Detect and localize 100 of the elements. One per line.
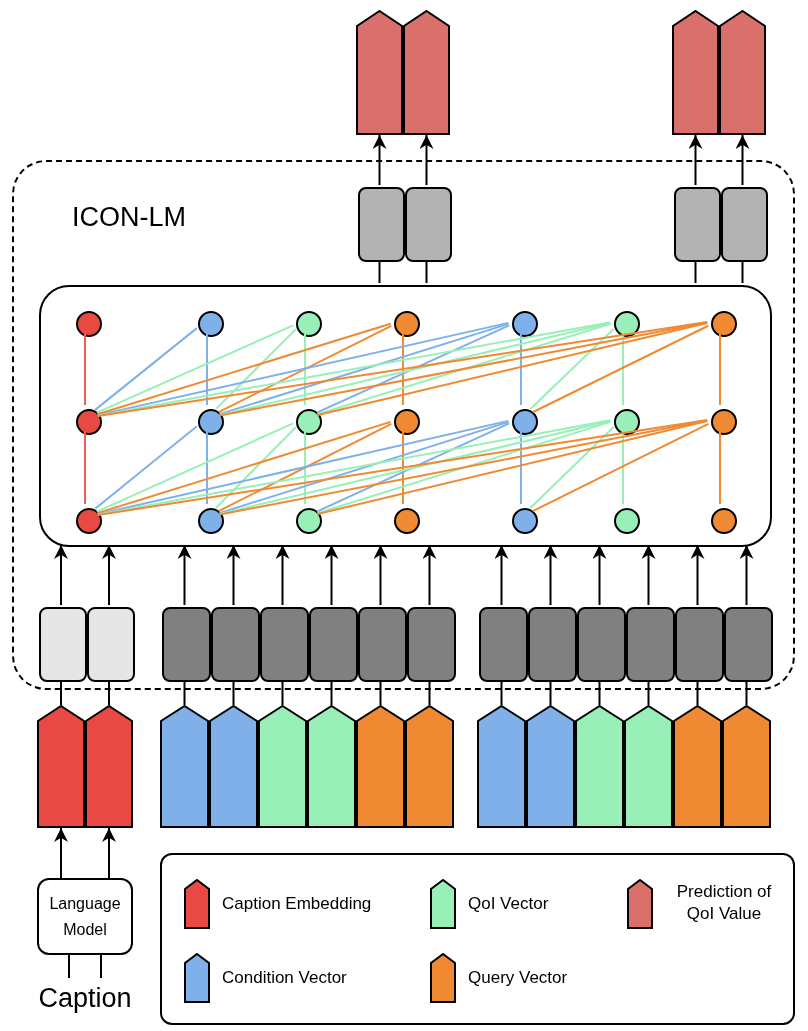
- attention-line: [95, 324, 295, 414]
- input-token: [307, 705, 356, 828]
- attention-line: [215, 426, 297, 509]
- arrow: [373, 544, 388, 606]
- input-token: [673, 705, 722, 828]
- embedding-block: [528, 607, 577, 682]
- attention-line: [316, 420, 709, 515]
- connector-line: [378, 259, 381, 284]
- embedding-block: [577, 607, 626, 682]
- attention-line: [622, 332, 624, 406]
- prediction-token: [403, 10, 450, 135]
- input-token: [258, 705, 307, 828]
- token-circle: [296, 508, 322, 534]
- attention-line: [316, 322, 709, 416]
- attention-line: [96, 321, 510, 417]
- connector-line: [500, 679, 503, 706]
- embedding-block: [260, 607, 309, 682]
- connector-line: [549, 679, 552, 706]
- attention-line: [315, 422, 511, 513]
- attention-line: [402, 332, 404, 406]
- token-circle: [614, 508, 640, 534]
- arrow: [54, 544, 68, 606]
- token-circle: [76, 508, 102, 534]
- token-circle: [76, 409, 102, 435]
- model-title: ICON-LM: [72, 202, 186, 233]
- embedding-block: [358, 607, 407, 682]
- arrow: [324, 544, 339, 606]
- token-circle: [198, 508, 224, 534]
- embedding-block: [162, 607, 211, 682]
- attention-line: [215, 328, 297, 410]
- attention-line: [96, 321, 709, 417]
- arrow: [494, 544, 509, 606]
- arrow: [422, 544, 437, 606]
- arrow: [419, 134, 434, 186]
- legend-label: Condition Vector: [222, 967, 347, 989]
- input-token: [160, 705, 209, 828]
- arrow: [739, 544, 754, 606]
- attention-line: [94, 425, 198, 510]
- connector-line: [694, 259, 697, 284]
- attention-line: [96, 321, 612, 417]
- attention-line: [316, 322, 612, 416]
- input-token: [209, 705, 258, 828]
- output-block: [674, 187, 721, 262]
- token-circle: [198, 409, 224, 435]
- arrow: [372, 134, 387, 186]
- attention-line: [520, 332, 522, 406]
- legend-label: Caption Embedding: [222, 893, 372, 915]
- token-circle: [76, 311, 102, 337]
- token-circle: [512, 311, 538, 337]
- attention-line: [84, 332, 86, 406]
- output-block: [358, 187, 405, 262]
- legend-label: Prediction of QoI Value: [675, 881, 773, 925]
- arrow: [226, 544, 241, 606]
- arrow: [690, 544, 705, 606]
- token-circle: [711, 508, 737, 534]
- input-token: [575, 705, 624, 828]
- legend-label: QoI Vector: [468, 893, 549, 915]
- connector-line: [60, 679, 62, 706]
- attention-line: [218, 420, 510, 515]
- token-circle: [512, 409, 538, 435]
- output-block: [405, 187, 452, 262]
- prediction-token: [356, 10, 403, 135]
- connector-line: [108, 679, 110, 706]
- attention-line: [315, 324, 511, 414]
- embedding-block: [675, 607, 724, 682]
- embedding-block: [479, 607, 528, 682]
- connector-line: [183, 679, 186, 706]
- connector-line: [281, 679, 284, 706]
- token-circle: [198, 311, 224, 337]
- input-token: [722, 705, 771, 828]
- connector-line: [100, 954, 102, 979]
- transformer-block: [39, 285, 772, 547]
- arrow: [688, 134, 703, 186]
- prediction-token: [719, 10, 766, 135]
- attention-line: [96, 420, 392, 515]
- token-circle: [512, 508, 538, 534]
- attention-line: [84, 430, 86, 505]
- embedding-block: [724, 607, 773, 682]
- connector-line: [696, 679, 699, 706]
- embedding-block: [211, 607, 260, 682]
- model-boundary: [12, 160, 795, 690]
- language-model-box: Language Model: [37, 878, 133, 955]
- token-circle: [614, 311, 640, 337]
- embedding-block: [39, 607, 87, 682]
- connector-line: [598, 679, 601, 706]
- input-token: [624, 705, 673, 828]
- embedding-block: [309, 607, 358, 682]
- input-token: [85, 705, 133, 828]
- connector-line: [330, 679, 333, 706]
- attention-line: [96, 322, 392, 416]
- connector-line: [232, 679, 235, 706]
- output-block: [721, 187, 768, 262]
- attention-line: [206, 430, 208, 505]
- attention-line: [316, 420, 612, 515]
- input-token: [37, 705, 85, 828]
- arrow: [735, 134, 750, 186]
- embedding-block: [407, 607, 456, 682]
- input-token: [405, 705, 454, 828]
- attention-line: [520, 430, 522, 505]
- attention-line: [304, 332, 306, 406]
